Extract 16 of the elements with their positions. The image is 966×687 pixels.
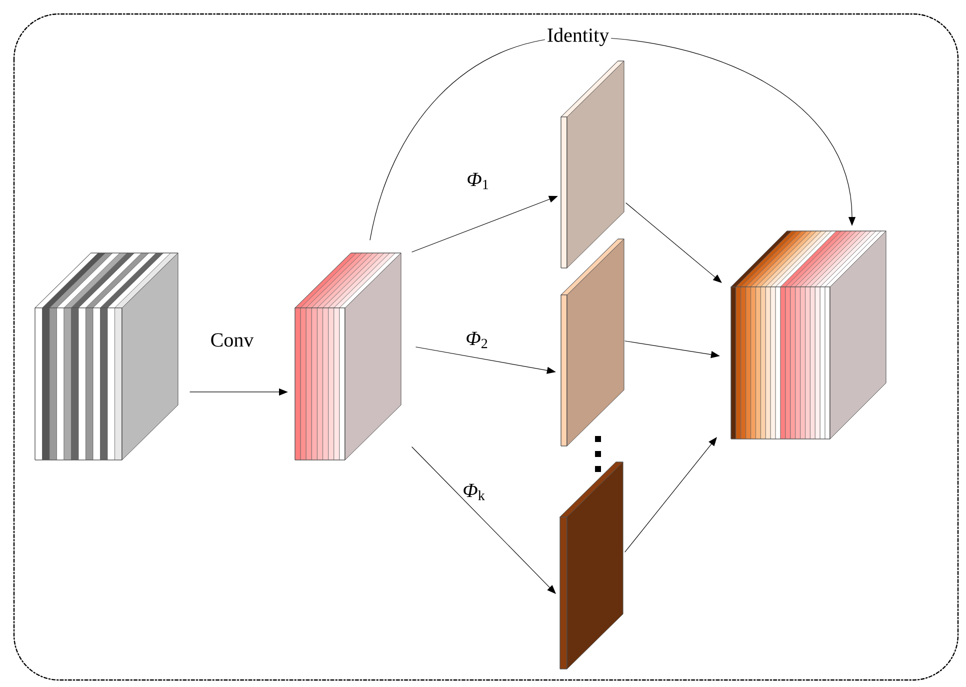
edge-label: Identity (544, 26, 612, 48)
output-tensor-drawing (730, 230, 886, 440)
feature-map-drawing (294, 252, 402, 460)
arrow (370, 36, 856, 240)
arrow (412, 196, 558, 252)
edge-label: Φ$_{k}$ (464, 484, 485, 500)
feature-plate-drawing (560, 238, 624, 446)
arrow (626, 202, 722, 283)
edge-label: Φ$_{1}$ (468, 172, 488, 190)
edge-label: Φ$_{2}$ (466, 332, 488, 348)
arrow (412, 446, 556, 594)
edge-label: Conv (211, 333, 254, 347)
arrow (624, 437, 717, 552)
feature-plate-drawing (560, 60, 624, 268)
input-tensor-drawing (34, 252, 178, 460)
feature-plate-drawing (560, 462, 624, 670)
